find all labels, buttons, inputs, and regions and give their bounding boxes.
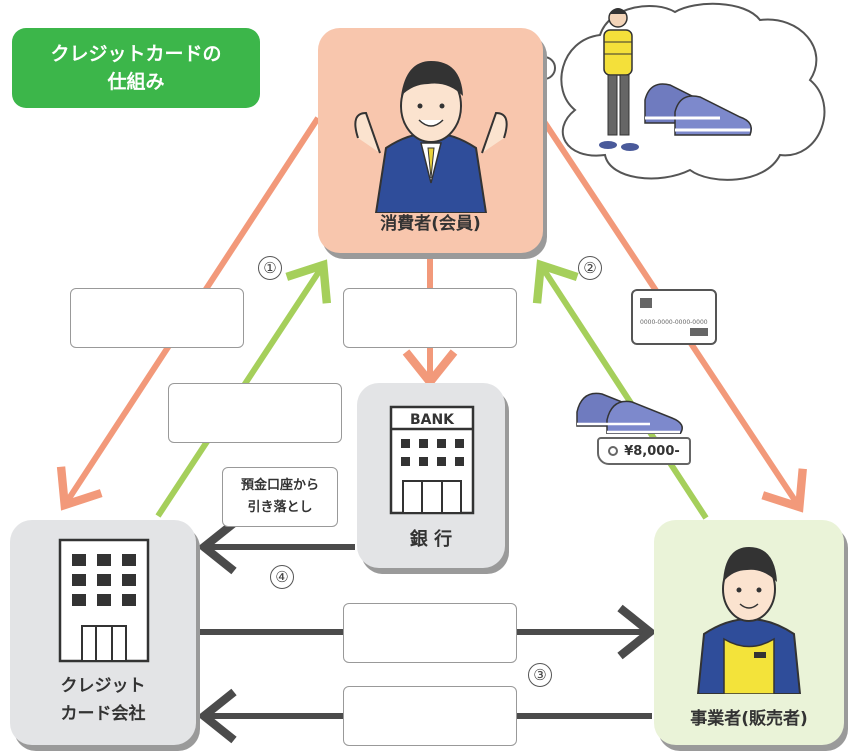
merchant-label: 事業者(販売者)	[690, 709, 808, 729]
shop-clerk-icon	[696, 547, 802, 694]
office-building-icon	[58, 538, 150, 663]
withdrawal-note-text: 預金口座から 引き落とし	[240, 478, 319, 515]
diagram-title-text: クレジットカードの 仕組み	[50, 43, 222, 93]
tag-hole-icon	[608, 446, 619, 456]
withdrawal-note: 預金口座から 引き落とし	[222, 467, 338, 527]
price-tag: ¥8,000-	[597, 437, 691, 465]
diagram-title: クレジットカードの 仕組み	[12, 28, 260, 108]
bank-node: BANK 銀 行	[357, 383, 505, 568]
sneakers-icon	[644, 83, 752, 136]
price-text: ¥8,000-	[624, 443, 680, 459]
blank-box-3	[168, 383, 342, 443]
step-number-1: ①	[258, 256, 282, 280]
step-number-3: ③	[528, 663, 552, 687]
blank-box-4	[343, 603, 517, 663]
blank-box-2	[343, 288, 517, 348]
card-company-label: クレジット カード会社	[60, 676, 146, 724]
person-with-phone-icon	[599, 8, 639, 151]
step-number-2: ②	[578, 256, 602, 280]
arrow-merchant-to-consumer	[532, 259, 709, 520]
credit-card-icon: 0000-0000-0000-0000	[631, 289, 717, 345]
bank-sign-text: BANK	[410, 412, 455, 428]
bank-building-icon: BANK	[389, 405, 475, 515]
consumer-node: 消費者(会員)	[318, 28, 543, 253]
businessman-icon	[354, 61, 508, 213]
card-number-text: 0000-0000-0000-0000	[640, 319, 708, 326]
bank-label: 銀 行	[409, 529, 453, 550]
sneakers-product-icon	[576, 392, 683, 434]
blank-box-5	[343, 686, 517, 746]
step-number-4: ④	[270, 565, 294, 589]
card-company-node: クレジット カード会社	[10, 520, 196, 745]
consumer-label: 消費者(会員)	[380, 214, 481, 234]
merchant-node: 事業者(販売者)	[654, 520, 844, 745]
blank-box-1	[70, 288, 244, 348]
